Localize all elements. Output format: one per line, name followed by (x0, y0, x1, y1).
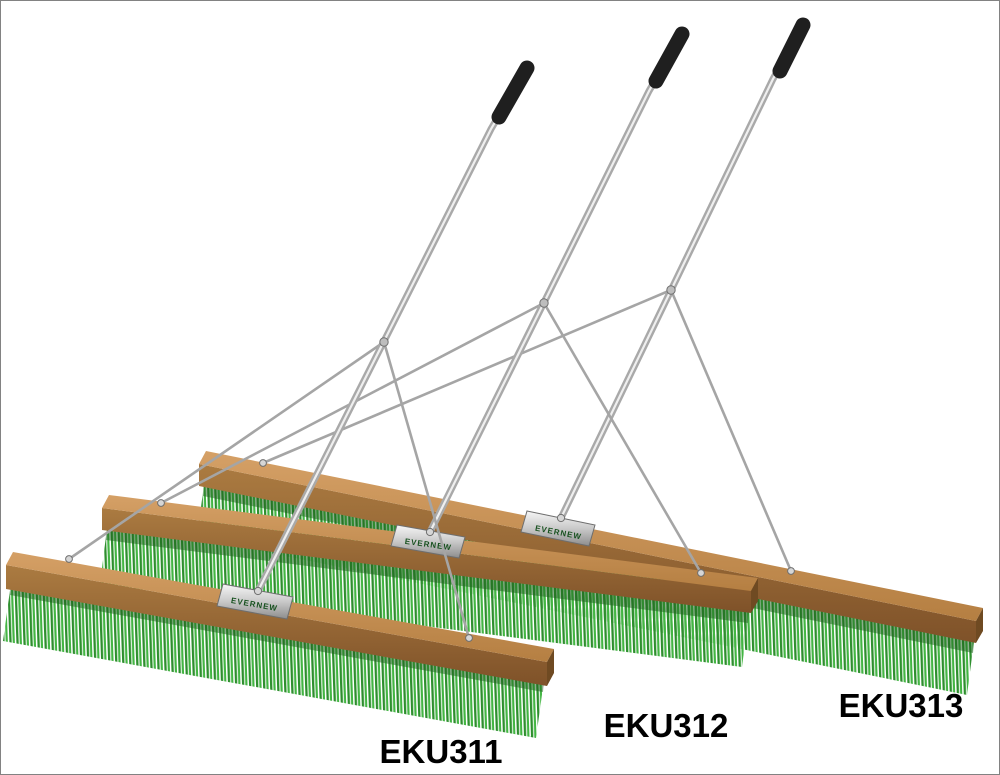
strut-bolt (259, 459, 267, 467)
bristles (3, 583, 544, 738)
handle-strut-right (542, 302, 703, 574)
pole-bolt (556, 513, 566, 523)
wood-bar-end (751, 578, 758, 613)
wood-bar-front (102, 508, 751, 613)
bracket (390, 524, 466, 559)
bracket (216, 583, 294, 620)
product-code-eku311: EKU311 (380, 733, 503, 770)
pole-bolt (425, 527, 435, 537)
strut-bolt (65, 555, 73, 563)
strut-collar (666, 285, 676, 295)
court-brush-middle: EVERNEW (100, 26, 758, 667)
handle-grip (648, 26, 690, 89)
handle-strut-left (262, 288, 672, 465)
strut-bolt (697, 569, 705, 577)
handle-strut-right (382, 341, 471, 639)
pole-bolt (253, 586, 263, 596)
bristles (100, 528, 749, 667)
product-code-eku313: EKU313 (839, 687, 964, 724)
strut-bolt (157, 499, 165, 507)
wood-bar-front (199, 464, 976, 643)
handle-strut-right (669, 289, 793, 572)
handle-grip (772, 17, 811, 79)
handle-grip (491, 60, 535, 125)
wood-bar-end (547, 649, 554, 686)
strut-collar (539, 298, 549, 308)
strut-collar (379, 337, 389, 347)
wood-bar-end (976, 608, 983, 643)
bracket (520, 510, 596, 547)
product-code-eku312: EKU312 (604, 707, 729, 744)
court-brush-front: EVERNEW (3, 60, 554, 738)
bristle-shadow (106, 528, 749, 623)
handle-strut-left (68, 340, 385, 561)
strut-bolt (787, 567, 795, 575)
strut-bolt (465, 634, 473, 642)
wood-bar-front (6, 565, 547, 686)
